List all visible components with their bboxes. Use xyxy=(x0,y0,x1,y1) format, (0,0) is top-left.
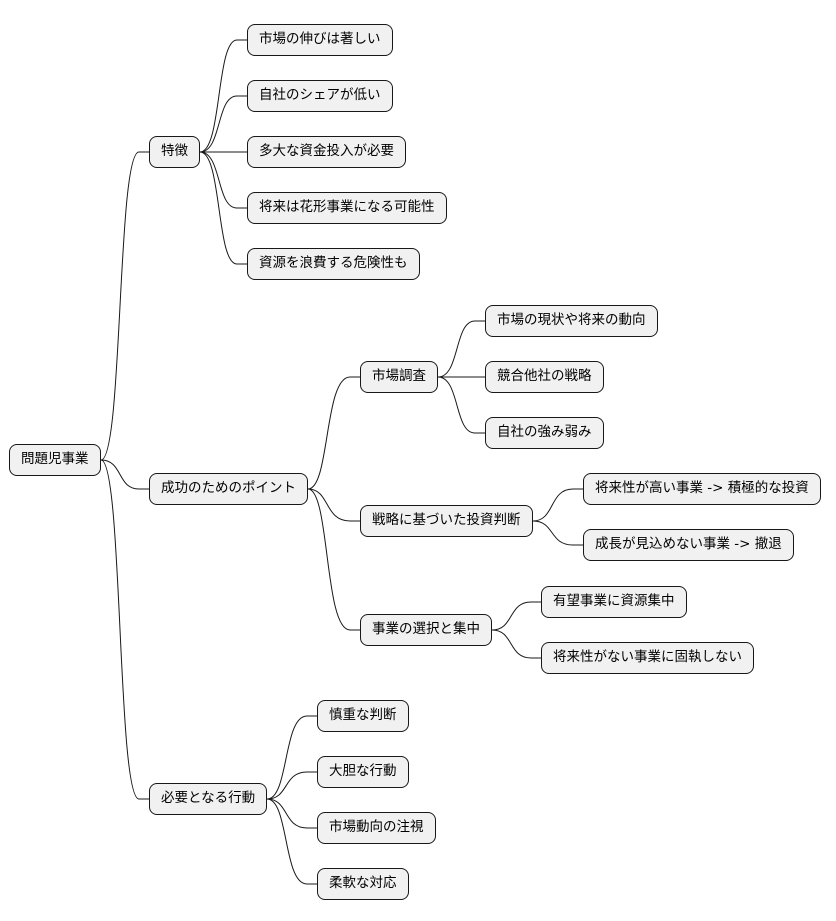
leaf-watch-market: 市場動向の注視 xyxy=(317,812,436,844)
connector-root-node-to-branch-required-actions xyxy=(100,459,149,800)
connector-branch-required-actions-to-leaf-flexible-response xyxy=(266,798,317,885)
connector-branch-features-to-leaf-future-star xyxy=(199,151,247,209)
connector-branch-success-points-to-sub-market-research xyxy=(307,376,360,490)
leaf-competitor-strategy: 競合他社の戦略 xyxy=(485,361,604,393)
leaf-careful-judgment: 慎重な判断 xyxy=(317,700,409,732)
leaf-bold-action: 大胆な行動 xyxy=(317,756,409,788)
connector-branch-features-to-leaf-market-growth xyxy=(199,39,247,153)
leaf-active-investment: 将来性が高い事業 -> 積極的な投資 xyxy=(583,473,821,505)
branch-success-points: 成功のためのポイント xyxy=(149,473,308,505)
connector-sub-investment-decision-to-leaf-active-investment xyxy=(532,488,583,522)
connector-branch-features-to-leaf-low-share xyxy=(199,95,247,153)
branch-required-actions: 必要となる行動 xyxy=(149,783,268,815)
leaf-low-share: 自社のシェアが低い xyxy=(247,80,393,112)
leaf-resource-focus: 有望事業に資源集中 xyxy=(541,586,687,618)
leaf-no-cling: 将来性がない事業に固執しない xyxy=(541,642,754,674)
leaf-market-trend: 市場の現状や将来の動向 xyxy=(485,305,658,337)
leaf-strengths-weaknesses: 自社の強み弱み xyxy=(485,417,604,449)
leaf-large-investment: 多大な資金投入が必要 xyxy=(247,136,406,168)
connector-branch-success-points-to-sub-investment-decision xyxy=(307,488,360,522)
root-node: 問題児事業 xyxy=(9,444,101,476)
connector-branch-features-to-leaf-waste-risk xyxy=(199,151,247,265)
sub-investment-decision: 戦略に基づいた投資判断 xyxy=(360,505,533,537)
connector-branch-required-actions-to-leaf-bold-action xyxy=(266,771,317,800)
leaf-waste-risk: 資源を浪費する危険性も xyxy=(247,248,420,280)
connector-branch-required-actions-to-leaf-watch-market xyxy=(266,798,317,829)
connector-branch-success-points-to-sub-selection-focus xyxy=(307,488,360,631)
connector-root-node-to-branch-success-points xyxy=(100,459,149,490)
connector-sub-investment-decision-to-leaf-withdrawal xyxy=(532,520,583,546)
connector-branch-required-actions-to-leaf-careful-judgment xyxy=(266,715,317,800)
connector-sub-market-research-to-leaf-market-trend xyxy=(437,320,485,378)
connector-sub-selection-focus-to-leaf-no-cling xyxy=(491,629,541,659)
leaf-withdrawal: 成長が見込めない事業 -> 撤退 xyxy=(583,529,794,561)
sub-market-research: 市場調査 xyxy=(360,361,438,393)
connector-root-node-to-branch-features xyxy=(100,151,149,461)
connector-sub-selection-focus-to-leaf-resource-focus xyxy=(491,601,541,631)
sub-selection-focus: 事業の選択と集中 xyxy=(360,614,492,646)
leaf-future-star: 将来は花形事業になる可能性 xyxy=(247,192,447,224)
connector-sub-market-research-to-leaf-strengths-weaknesses xyxy=(437,376,485,434)
leaf-market-growth: 市場の伸びは著しい xyxy=(247,24,393,56)
branch-features: 特徴 xyxy=(149,136,200,168)
leaf-flexible-response: 柔軟な対応 xyxy=(317,868,409,900)
